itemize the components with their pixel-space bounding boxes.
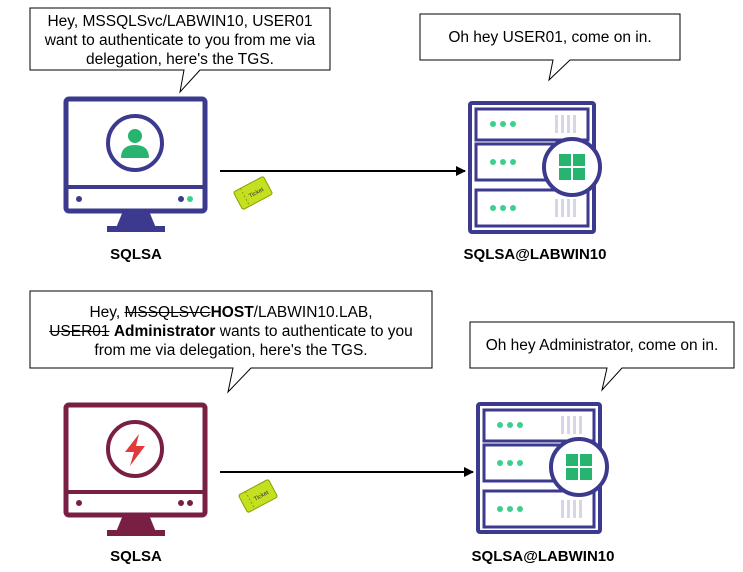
- windows-badge-circle: [549, 437, 609, 497]
- bubble-line-3: from me via delegation, here's the TGS.: [94, 342, 368, 359]
- speech-bubble-top-right: [419, 13, 681, 82]
- bubble-line-2: USER01 Administrator wants to authentica…: [49, 323, 413, 340]
- windows-logo-icon: [559, 154, 585, 180]
- bubble-line: Hey, MSSQLSvc/LABWIN10, USER01: [47, 13, 313, 30]
- ticket-icon: Ticket: [233, 176, 273, 210]
- text-prefix: Hey,: [89, 304, 125, 321]
- speech-bubble-top-left: [29, 7, 331, 94]
- struck-service-name: MSSQLSVC: [124, 304, 211, 321]
- bubble-line: delegation, here's the TGS.: [86, 51, 274, 68]
- ticket-icon: Ticket: [238, 479, 278, 513]
- bubble-line-1: Hey, MSSQLSVCHOST/LABWIN10.LAB,: [89, 304, 372, 321]
- replaced-user-name: Administrator: [113, 323, 216, 340]
- server-label-bottom: SQLSA@LABWIN10: [471, 548, 615, 565]
- bubble-line: want to authenticate to you from me via: [44, 32, 316, 49]
- user-icon: [121, 129, 149, 158]
- speech-bubble-bottom-right: [469, 321, 735, 392]
- windows-logo-icon: [566, 454, 592, 480]
- bubble-text-bottom-left: Hey, MSSQLSVCHOST/LABWIN10.LAB, USER01 A…: [30, 303, 432, 360]
- bubble-line: Oh hey Administrator, come on in.: [485, 337, 719, 354]
- text-suffix: wants to authenticate to you: [219, 323, 413, 340]
- client-label-bottom: SQLSA: [110, 548, 162, 565]
- speech-bubble-bottom-left: [29, 290, 433, 394]
- windows-badge-circle: [542, 137, 602, 197]
- bubble-line: Oh hey USER01, come on in.: [448, 29, 652, 46]
- bubble-text-top-left: Hey, MSSQLSvc/LABWIN10, USER01 want to a…: [30, 12, 330, 69]
- client-label-top: SQLSA: [110, 246, 162, 263]
- server-label-top: SQLSA@LABWIN10: [463, 246, 607, 263]
- replaced-service-name: HOST: [210, 304, 254, 321]
- bubble-text-top-right: Oh hey USER01, come on in.: [420, 28, 680, 47]
- bubble-text-bottom-right: Oh hey Administrator, come on in.: [470, 336, 734, 355]
- lightning-icon: [125, 434, 145, 466]
- text-suffix: /LABWIN10.LAB,: [253, 304, 373, 321]
- server-rack-icon: [476, 402, 602, 534]
- struck-user-name: USER01: [49, 323, 110, 340]
